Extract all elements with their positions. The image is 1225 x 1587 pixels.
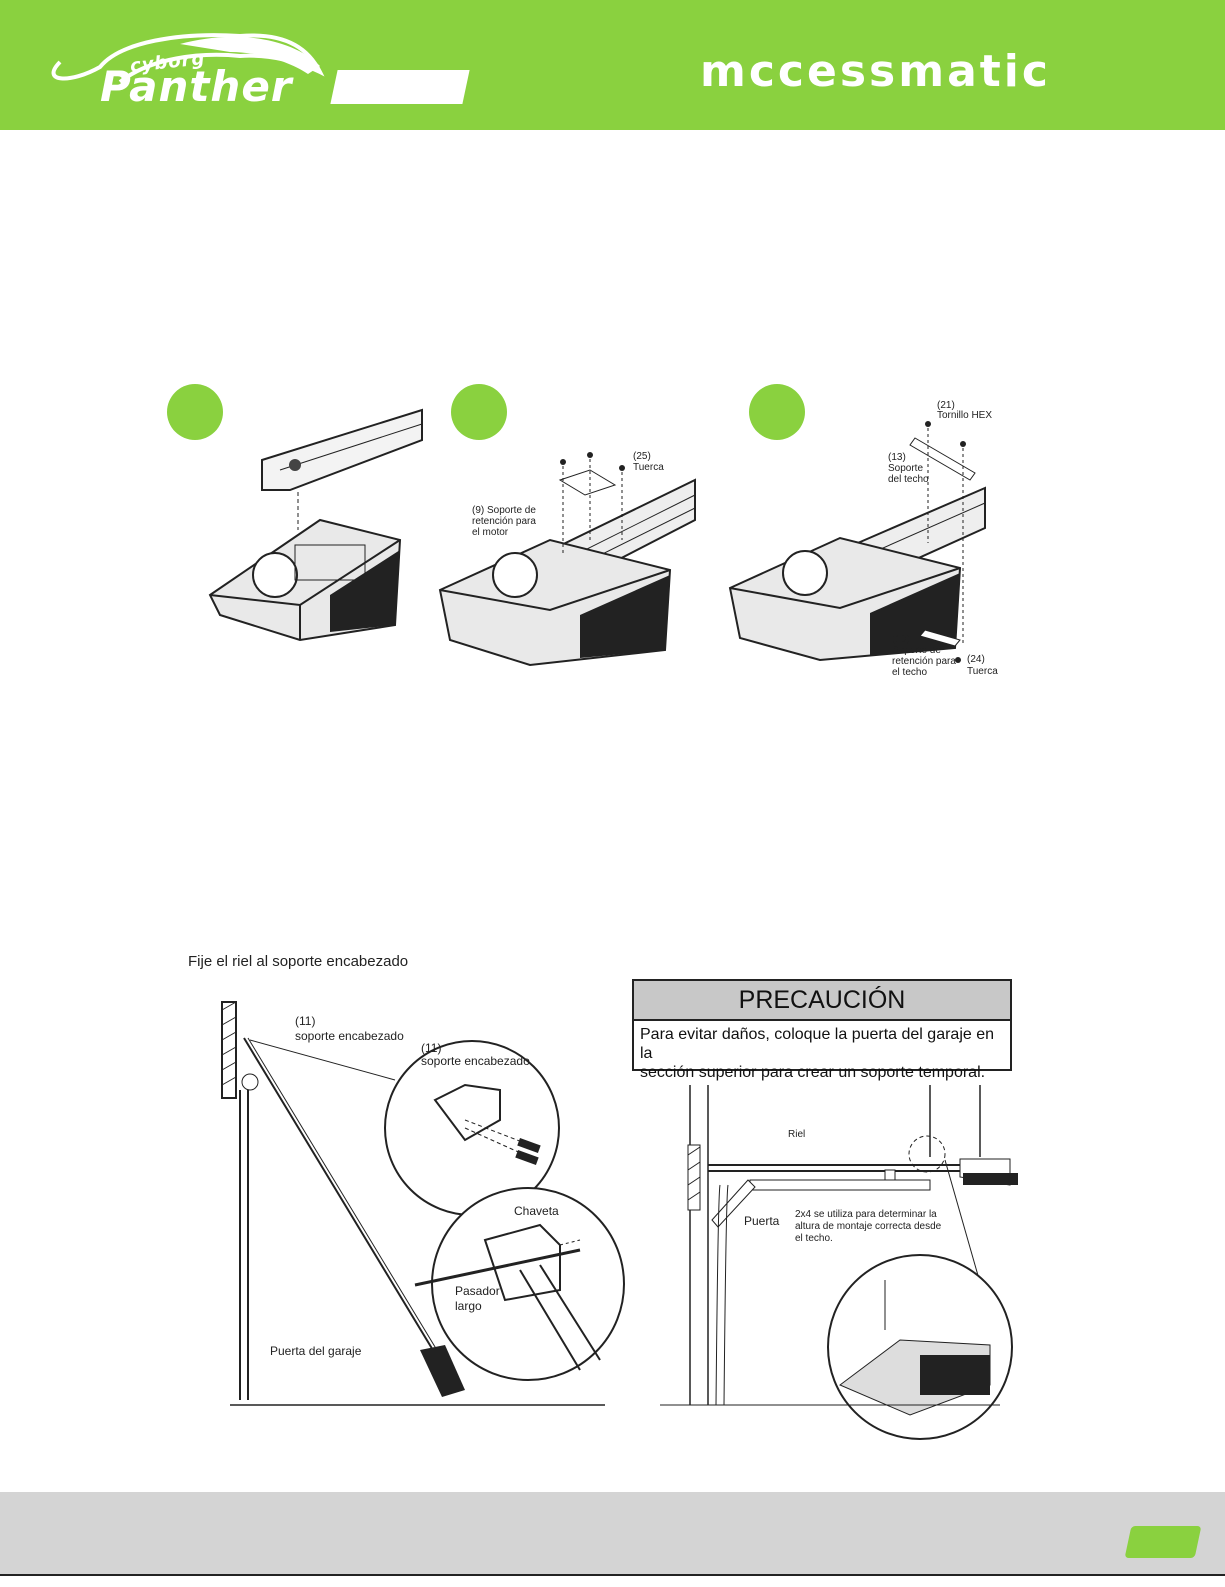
step-1-illustration [208,408,423,642]
header-bracket-illustration: (11) soporte encabezado (11) soporte enc… [221,1001,625,1406]
label-soporte: Soporte [888,463,923,474]
label-chaveta: Chaveta [514,1204,559,1218]
label-13: (13) [888,452,906,463]
page-header [0,0,1225,130]
caution-line-2: sección superior para crear un soporte t… [640,1064,986,1081]
label-2x4-line3: el techo. [795,1233,833,1244]
step-1-marker [167,384,223,440]
label-10-line4: el techo [892,667,927,678]
label-24-tuerca: Tuerca [967,666,998,677]
label-9-line2: retención para [472,516,536,527]
label-9-line1: (9) Soporte de [472,505,536,516]
bottom-border [0,1574,1225,1587]
label-2x4-line2: altura de montaje correcta desde [795,1221,942,1232]
label-2x4-line1: 2x4 se utiliza para determinar la [795,1209,937,1220]
temporary-support-illustration: Riel Puerta 2x4 se utiliza para determin… [660,1085,1018,1440]
label-puerta-del-garaje: Puerta del garaje [270,1344,362,1358]
label-tornillo-hex: Tornillo HEX [937,410,992,421]
caution-title: PRECAUCIÓN [634,981,1010,1021]
caution-line-1: Para evitar daños, coloque la puerta del… [640,1026,995,1062]
step-3-illustration: (21) Tornillo HEX (13) Soporte del techo… [728,400,998,678]
label-11-first: (11) [295,1014,315,1028]
caution-body: Para evitar daños, coloque la puerta del… [634,1021,1010,1086]
caution-box: PRECAUCIÓN Para evitar daños, coloque la… [632,979,1012,1081]
logo-white-bar [330,70,470,104]
label-10-line3: retención para [892,656,956,667]
company-logo-text: mccessmatic [700,46,1051,97]
step-2-marker [451,384,507,440]
label-9-line3: el motor [472,527,509,538]
label-10: (10) [892,634,910,645]
label-riel: Riel [788,1129,805,1140]
label-11-second: (11) [421,1041,441,1055]
page-footer [0,1492,1225,1574]
label-10-line2: Soporte de [892,645,941,656]
label-largo: largo [455,1299,482,1313]
label-pasador: Pasador [455,1284,500,1298]
label-25: (25) [633,451,651,462]
brand-panther-text: Panther [100,62,293,111]
label-puerta: Puerta [744,1214,780,1228]
step-2-illustration: (25) Tuerca (9) Soporte de retención par… [438,451,696,667]
panther-logo-icon [51,33,325,84]
lower-left-caption: Fije el riel al soporte encabezado [188,953,409,970]
label-21: (21) [937,400,955,411]
label-del-techo: del techo [888,474,929,485]
label-tuerca-25: Tuerca [633,462,664,473]
label-11-second-text: soporte encabezado [421,1054,530,1068]
page-number-tab [1124,1526,1202,1558]
label-24: (24) [967,654,985,665]
step-3-marker [749,384,805,440]
label-11-first-text: soporte encabezado [295,1029,404,1043]
